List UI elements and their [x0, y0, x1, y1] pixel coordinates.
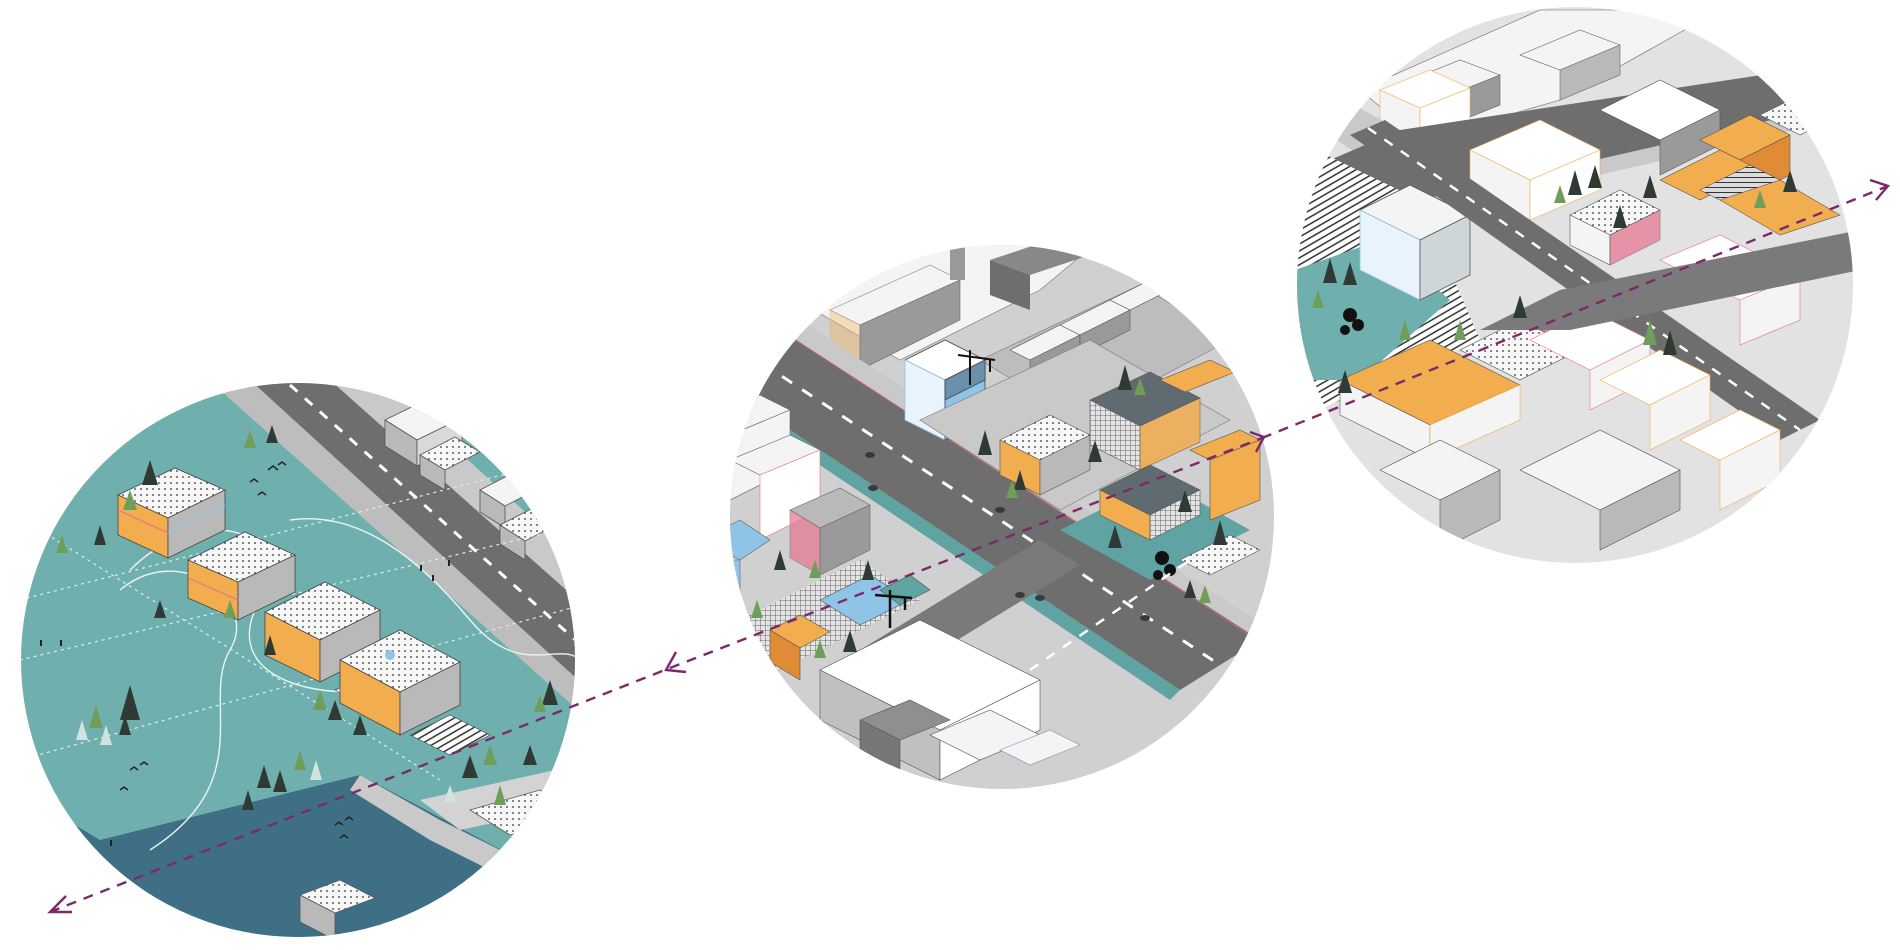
cars: [865, 452, 1150, 621]
sculpture-3: [1340, 308, 1364, 335]
dashed-arrow-line: [49, 184, 1889, 914]
tower-white: [1359, 184, 1471, 301]
road-main-dashes: [1367, 126, 1801, 432]
crane-2: [874, 590, 913, 628]
building-2: [187, 531, 296, 621]
buildings-left: [730, 394, 871, 621]
trees-street: [739, 365, 1227, 658]
trees-dense: [1312, 165, 1797, 393]
crane-1: [957, 350, 996, 385]
road-dashes: [289, 383, 575, 664]
sculpture: [1153, 551, 1176, 580]
birds: [119, 461, 354, 839]
buildings-orange-block: [999, 359, 1236, 496]
arrowhead-mid-right: [1249, 430, 1266, 453]
arrowhead-mid-left: [664, 651, 687, 674]
arterial-road: [730, 330, 1260, 690]
vignette-dense-blocks: [1297, 7, 1853, 563]
road-cross-lower: [1480, 230, 1853, 330]
dashed-road-lower: [1029, 558, 1191, 672]
road-north-asphalt: [1330, 60, 1853, 200]
vignette-waterfront-park: [21, 383, 575, 937]
buildings-bottom: [819, 619, 1081, 789]
transect-connector: [47, 178, 1891, 914]
rowhouses-top: [1359, 9, 1722, 151]
park-paths: [21, 459, 575, 781]
arrowhead-right: [1869, 178, 1891, 201]
arrowhead-left: [47, 895, 72, 914]
trees-park: [56, 425, 558, 810]
pier: [350, 775, 520, 875]
pedestrians: [40, 560, 450, 846]
vignette-street-intersection: [730, 245, 1274, 789]
road-edge: [220, 383, 575, 730]
building-4: [339, 629, 491, 756]
building-1: [117, 467, 226, 559]
